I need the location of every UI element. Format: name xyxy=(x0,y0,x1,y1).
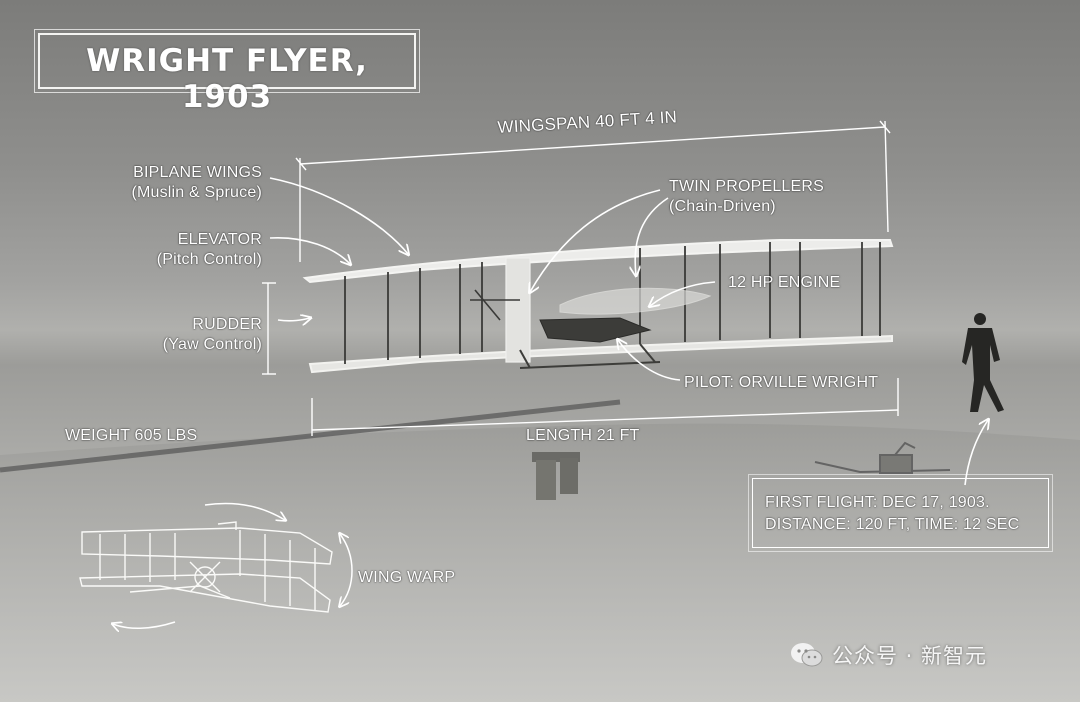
sand-ground xyxy=(0,423,1080,702)
upper-wing xyxy=(302,239,894,284)
rudder-label: RUDDER xyxy=(192,316,262,333)
wechat-icon xyxy=(791,643,823,667)
rudder-arrow xyxy=(277,318,310,321)
ground-debris xyxy=(814,441,951,474)
page-title: WRIGHT FLYER, 1903 xyxy=(86,43,368,115)
elevator-sublabel: (Pitch Control) xyxy=(156,251,262,268)
propeller-disc xyxy=(559,287,712,315)
length-dimension xyxy=(311,378,899,436)
wing-warp-label: WING WARP xyxy=(358,569,456,586)
biplane-wings-sublabel: (Muslin & Spruce) xyxy=(131,184,262,201)
warp-arrow-bottom xyxy=(113,621,176,628)
propeller-arrow-left xyxy=(530,189,661,292)
biplane-wings-label: BIPLANE WINGS xyxy=(133,164,262,181)
elevator-frame xyxy=(470,289,520,321)
weight-label: WEIGHT 605 LBS xyxy=(65,427,198,444)
biplane-wings-arrow xyxy=(269,177,408,254)
watermark-text: 公众号 · 新智元 xyxy=(832,644,988,668)
title-frame: WRIGHT FLYER, 1903 xyxy=(34,29,420,115)
launch-rail xyxy=(0,399,621,473)
rail-bench xyxy=(532,452,580,462)
length-label: LENGTH 21 FT xyxy=(526,427,640,444)
elevator-label: ELEVATOR xyxy=(177,231,262,248)
rudder-sublabel: (Yaw Control) xyxy=(162,336,262,353)
wing-struts xyxy=(344,242,881,364)
lower-wing xyxy=(308,334,893,374)
first-flight-label: FIRST FLIGHT: DEC 17, 1903. xyxy=(765,494,990,511)
first-flight-box: FIRST FLIGHT: DEC 17, 1903. DISTANCE: 12… xyxy=(748,474,1053,552)
warp-arrow-top xyxy=(204,502,285,520)
engine-block xyxy=(539,317,652,343)
warp-arrow-right xyxy=(340,534,353,606)
person-standing xyxy=(962,313,1004,412)
rudder-dimension xyxy=(262,282,276,375)
watermark: 公众号 · 新智元 xyxy=(790,640,987,670)
wing-center-panel xyxy=(505,257,531,363)
wing-warp-sketch xyxy=(79,521,333,613)
wingspan-dimension xyxy=(295,120,891,262)
twin-propellers-label: TWIN PROPELLERS xyxy=(669,178,825,195)
skids xyxy=(519,343,661,369)
engine-arrow xyxy=(650,281,716,306)
flyer-aircraft xyxy=(302,239,894,374)
pilot-label: PILOT: ORVILLE WRIGHT xyxy=(684,374,879,391)
distance-time-label: DISTANCE: 120 FT, TIME: 12 SEC xyxy=(765,516,1020,533)
engine-label: 12 HP ENGINE xyxy=(728,274,841,291)
twin-propellers-sublabel: (Chain-Driven) xyxy=(669,198,776,215)
rail-bench-leg xyxy=(536,460,556,500)
rail-bench-leg-2 xyxy=(560,458,578,494)
elevator-arrow xyxy=(269,237,350,264)
pilot-arrow xyxy=(618,340,681,381)
propeller-arrow-right xyxy=(635,197,669,275)
